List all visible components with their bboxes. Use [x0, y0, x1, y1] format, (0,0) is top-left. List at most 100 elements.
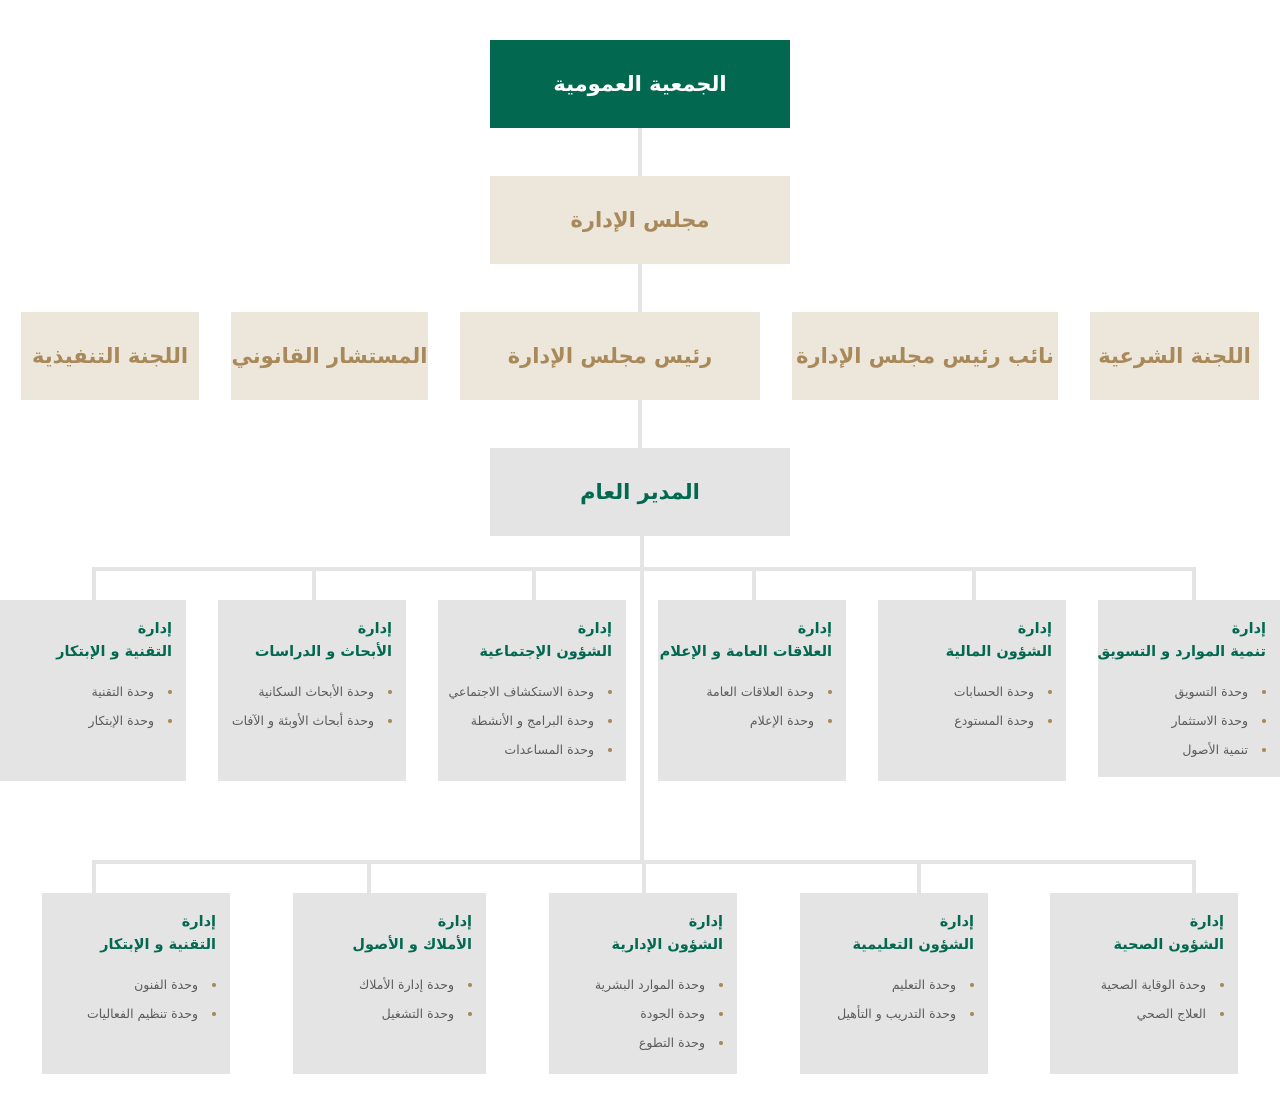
bullet-icon	[388, 718, 392, 723]
bullet-icon	[608, 747, 612, 752]
unit-item: العلاج الصحي	[1060, 999, 1224, 1028]
department-card: إدارة الشؤون التعليمية وحدة التعليم وحدة…	[800, 893, 988, 1074]
unit-label: وحدة إدارة الأملاك	[359, 977, 454, 992]
bullet-icon	[1262, 689, 1266, 694]
unit-list: وحدة إدارة الأملاك وحدة التشغيل	[303, 970, 472, 1028]
unit-item: وحدة التطوع	[559, 1028, 723, 1057]
unit-list: وحدة التقنية وحدة الإبتكار	[10, 677, 172, 735]
department-card: إدارة الأبحاث و الدراسات وحدة الأبحاث ال…	[218, 600, 406, 781]
unit-item: وحدة أبحاث الأوبئة و الآفات	[228, 706, 392, 735]
connector-line	[642, 860, 646, 893]
department-card: إدارة الشؤون الإجتماعية وحدة الاستكشاف ا…	[438, 600, 626, 781]
department-prefix: إدارة	[688, 914, 723, 930]
bullet-icon	[608, 718, 612, 723]
unit-label: وحدة التسويق	[1174, 684, 1248, 699]
department-card: إدارة الشؤون الصحية وحدة الوقاية الصحية …	[1050, 893, 1238, 1074]
unit-list: وحدة الموارد البشرية وحدة الجودة وحدة ال…	[559, 970, 723, 1057]
unit-label: وحدة التدريب و التأهيل	[837, 1006, 956, 1021]
unit-label: وحدة المستودع	[954, 713, 1034, 728]
unit-item: وحدة تنظيم الفعاليات	[52, 999, 216, 1028]
bullet-icon	[719, 982, 723, 987]
unit-item: وحدة إدارة الأملاك	[303, 970, 472, 999]
bullet-icon	[719, 1011, 723, 1016]
unit-label: وحدة الإعلام	[749, 713, 814, 728]
unit-label: وحدة الاستثمار	[1171, 713, 1248, 728]
vice-chairman-label: نائب رئيس مجلس الإدارة	[796, 344, 1054, 368]
connector-line	[312, 567, 316, 600]
department-prefix: إدارة	[437, 914, 472, 930]
unit-item: وحدة التدريب و التأهيل	[810, 999, 974, 1028]
department-name: العلاقات العامة و الإعلام	[659, 644, 832, 660]
unit-list: وحدة الأبحاث السكانية وحدة أبحاث الأوبئة…	[228, 677, 392, 735]
bullet-icon	[719, 1040, 723, 1045]
bullet-icon	[608, 689, 612, 694]
unit-label: وحدة التشغيل	[381, 1006, 454, 1021]
department-card: إدارة الأملاك و الأصول وحدة إدارة الأملا…	[293, 893, 486, 1074]
general-manager-label: المدير العام	[580, 480, 700, 504]
unit-item: وحدة الإبتكار	[10, 706, 172, 735]
connector-line	[92, 860, 96, 893]
unit-item: وحدة التعليم	[810, 970, 974, 999]
department-card: إدارة الشؤون الإدارية وحدة الموارد البشر…	[549, 893, 737, 1074]
unit-item: وحدة الحسابات	[888, 677, 1052, 706]
connector-line	[1192, 567, 1196, 600]
unit-item: وحدة التقنية	[10, 677, 172, 706]
department-card: إدارة التقنية و الإبتكار وحدة التقنية وح…	[0, 600, 186, 781]
chairman-label: رئيس مجلس الإدارة	[507, 344, 713, 368]
department-name: الشؤون الإجتماعية	[479, 644, 612, 660]
unit-item: وحدة الجودة	[559, 999, 723, 1028]
bullet-icon	[168, 689, 172, 694]
department-card: إدارة التقنية و الإبتكار وحدة الفنون وحد…	[42, 893, 230, 1074]
department-name: الأملاك و الأصول	[352, 937, 472, 953]
unit-label: وحدة التعليم	[891, 977, 956, 992]
bullet-icon	[1262, 718, 1266, 723]
unit-list: وحدة التسويق وحدة الاستثمار تنمية الأصول	[1108, 677, 1266, 764]
connector-line	[367, 860, 371, 893]
department-name: الشؤون الصحية	[1113, 937, 1224, 953]
unit-list: وحدة الفنون وحدة تنظيم الفعاليات	[52, 970, 216, 1028]
bullet-icon	[828, 689, 832, 694]
department-name: التقنية و الإبتكار	[100, 937, 216, 953]
department-prefix: إدارة	[181, 914, 216, 930]
unit-item: وحدة الإعلام	[668, 706, 832, 735]
department-prefix: إدارة	[357, 621, 392, 637]
department-prefix: إدارة	[1189, 914, 1224, 930]
unit-item: وحدة الموارد البشرية	[559, 970, 723, 999]
department-prefix: إدارة	[137, 621, 172, 637]
connector-line	[638, 264, 642, 312]
unit-item: وحدة التشغيل	[303, 999, 472, 1028]
unit-list: وحدة الاستكشاف الاجتماعي وحدة البرامج و …	[448, 677, 612, 764]
unit-item: وحدة البرامج و الأنشطة	[448, 706, 612, 735]
unit-label: وحدة الإبتكار	[88, 713, 154, 728]
unit-label: وحدة التطوع	[638, 1035, 705, 1050]
unit-label: وحدة أبحاث الأوبئة و الآفات	[231, 713, 374, 728]
bullet-icon	[828, 718, 832, 723]
department-name: تنمية الموارد و التسويق	[1097, 644, 1266, 660]
bullet-icon	[970, 1011, 974, 1016]
vice-chairman-box: نائب رئيس مجلس الإدارة	[792, 312, 1058, 400]
unit-label: العلاج الصحي	[1136, 1006, 1206, 1021]
bullet-icon	[168, 718, 172, 723]
bullet-icon	[1262, 747, 1266, 752]
connector-line	[917, 860, 921, 893]
unit-label: وحدة الفنون	[134, 977, 198, 992]
board-of-directors-label: مجلس الإدارة	[570, 208, 710, 232]
unit-label: وحدة الأبحاث السكانية	[258, 684, 374, 699]
department-prefix: إدارة	[939, 914, 974, 930]
unit-item: وحدة المساعدات	[448, 735, 612, 764]
unit-list: وحدة التعليم وحدة التدريب و التأهيل	[810, 970, 974, 1028]
sharia-committee-label: اللجنة الشرعية	[1098, 344, 1251, 368]
unit-label: وحدة الحسابات	[953, 684, 1034, 699]
unit-item: وحدة الفنون	[52, 970, 216, 999]
connector-line	[640, 536, 644, 864]
unit-item: وحدة الوقاية الصحية	[1060, 970, 1224, 999]
bullet-icon	[1048, 718, 1052, 723]
chairman-box: رئيس مجلس الإدارة	[460, 312, 760, 400]
unit-item: وحدة التسويق	[1108, 677, 1266, 706]
unit-label: تنمية الأصول	[1182, 742, 1248, 757]
board-of-directors-box: مجلس الإدارة	[490, 176, 790, 264]
general-manager-box: المدير العام	[490, 448, 790, 536]
bullet-icon	[1048, 689, 1052, 694]
unit-item: وحدة الأبحاث السكانية	[228, 677, 392, 706]
department-prefix: إدارة	[1231, 621, 1266, 637]
